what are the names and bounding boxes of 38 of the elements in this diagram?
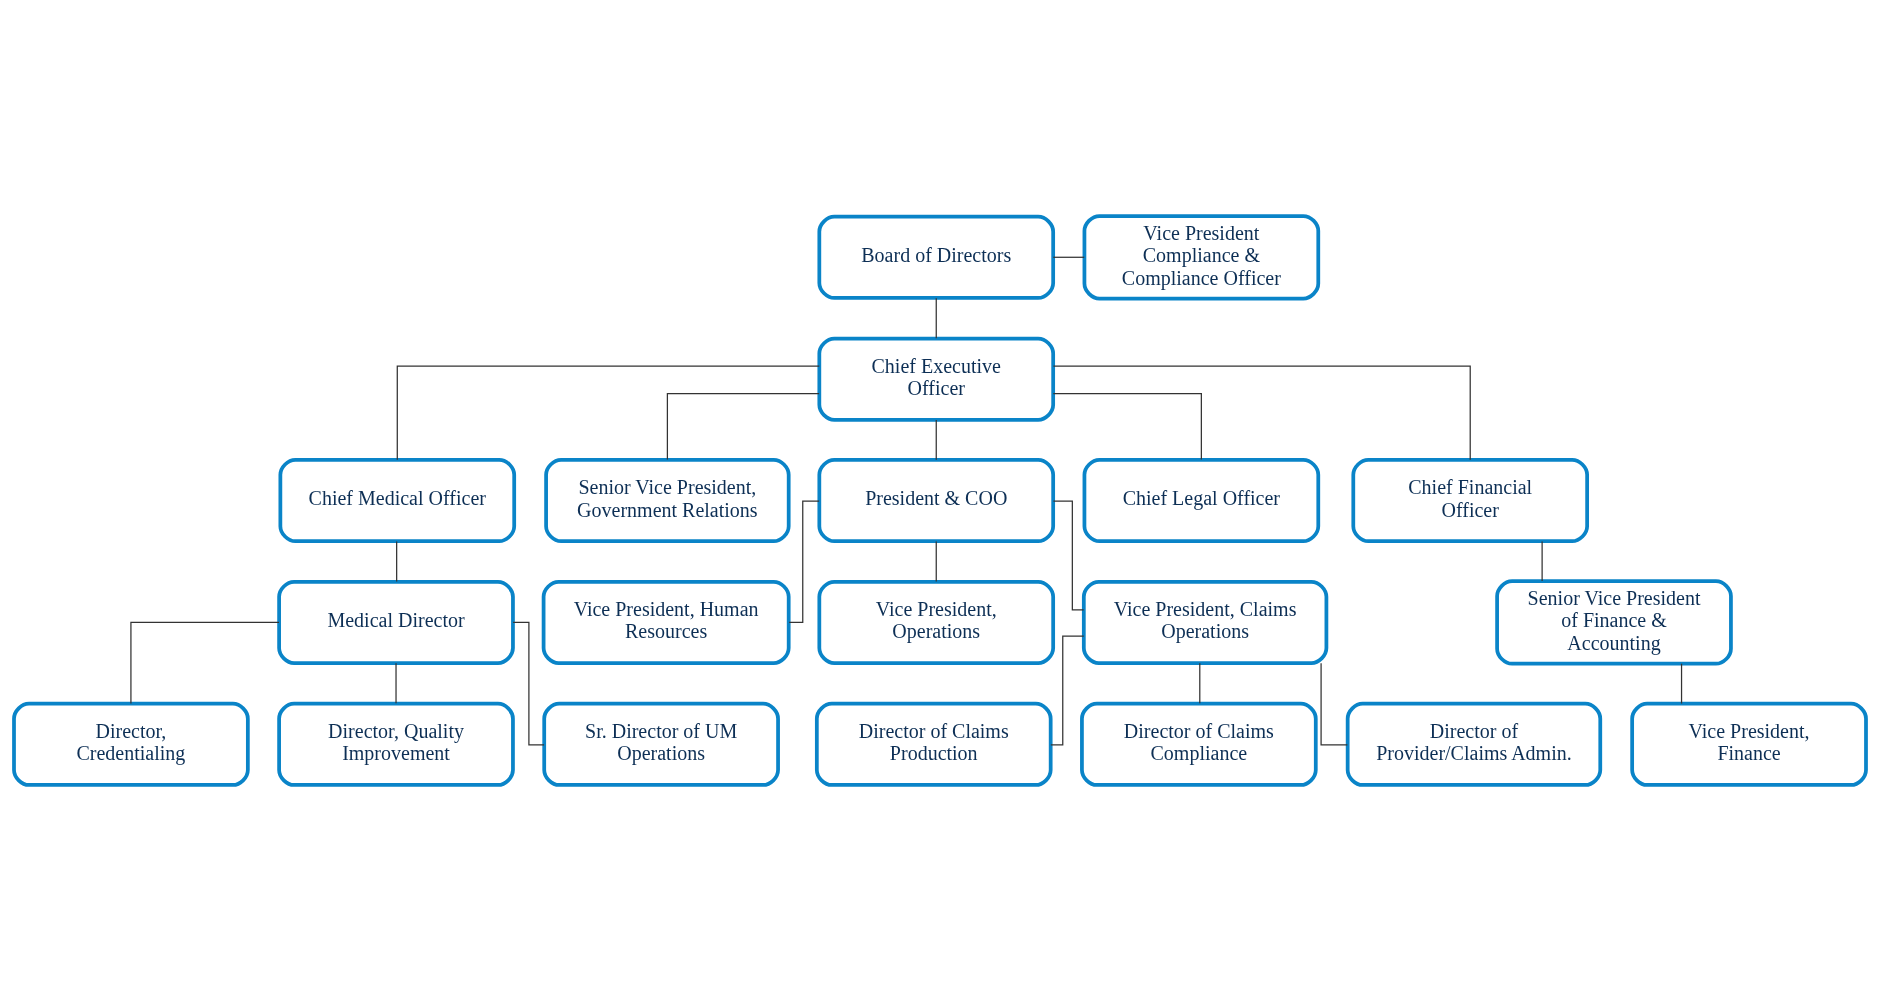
node-box: Senior Vice President, Government Relations	[543, 457, 791, 543]
connector	[1052, 256, 1085, 258]
connector	[935, 540, 937, 582]
connector	[1541, 540, 1543, 582]
node-box: Board of Directors	[816, 214, 1055, 300]
connector	[396, 364, 820, 460]
node-box: Director of Claims Compliance	[1079, 701, 1318, 787]
connector	[1198, 662, 1200, 704]
connector	[1052, 392, 1202, 460]
node-box: Director, Credentialing	[11, 701, 250, 787]
node-box: Chief Medical Officer	[278, 457, 516, 543]
connector	[1052, 364, 1471, 460]
node-box: Vice President, Operations	[816, 579, 1055, 665]
node-box: Director of Claims Production	[814, 701, 1053, 787]
connector	[395, 540, 397, 582]
node-box: Vice President, Claims Operations	[1081, 579, 1328, 665]
node-box: President & COO	[816, 457, 1055, 543]
connector	[1680, 662, 1682, 704]
node-box: Medical Director	[276, 579, 515, 665]
connector	[666, 392, 820, 460]
node-box: Vice President, Finance	[1629, 701, 1868, 787]
connector	[1049, 635, 1084, 746]
node-box: Sr. Director of UM Operations	[541, 701, 780, 787]
connector	[1319, 662, 1348, 746]
node-box: Vice President, Human Resources	[541, 579, 791, 665]
connector	[935, 297, 937, 339]
connector	[394, 662, 397, 704]
connector	[788, 500, 820, 623]
node-box: Senior Vice President of Finance & Accounting	[1494, 578, 1733, 666]
node-box: Vice President Compliance & Compliance Officer	[1082, 213, 1320, 300]
node-box: Chief Executive Officer	[816, 336, 1055, 422]
connector	[512, 621, 545, 746]
node-box: Director of Provider/Claims Admin.	[1345, 701, 1602, 787]
node-box: Director, Quality Improvement	[276, 701, 515, 787]
node-box: Chief Financial Officer	[1350, 457, 1589, 543]
connector	[935, 418, 937, 460]
node-box: Chief Legal Officer	[1082, 457, 1320, 543]
connector	[129, 621, 280, 704]
